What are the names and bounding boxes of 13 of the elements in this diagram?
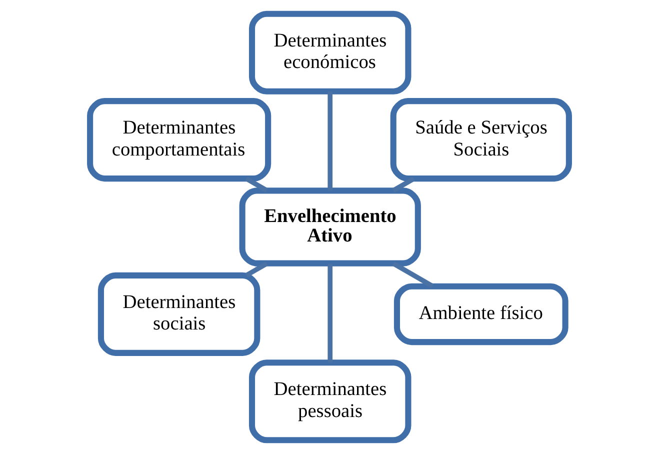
connector [392, 176, 416, 192]
connector [328, 91, 333, 190]
node-box: Envelhecimento Ativo [239, 187, 421, 266]
node-box: Determinantes económicos [248, 10, 412, 94]
connector [245, 176, 268, 192]
node-box: Saúde e Serviços Sociais [390, 98, 572, 182]
node-box: Determinantes comportamentais [87, 98, 272, 182]
connector [328, 263, 333, 362]
connector [392, 260, 434, 288]
node-box: Determinantes sociais [98, 272, 260, 356]
node-box: Determinantes pessoais [248, 359, 412, 443]
node-box: Ambiente físico [394, 282, 568, 345]
connector [245, 260, 268, 277]
